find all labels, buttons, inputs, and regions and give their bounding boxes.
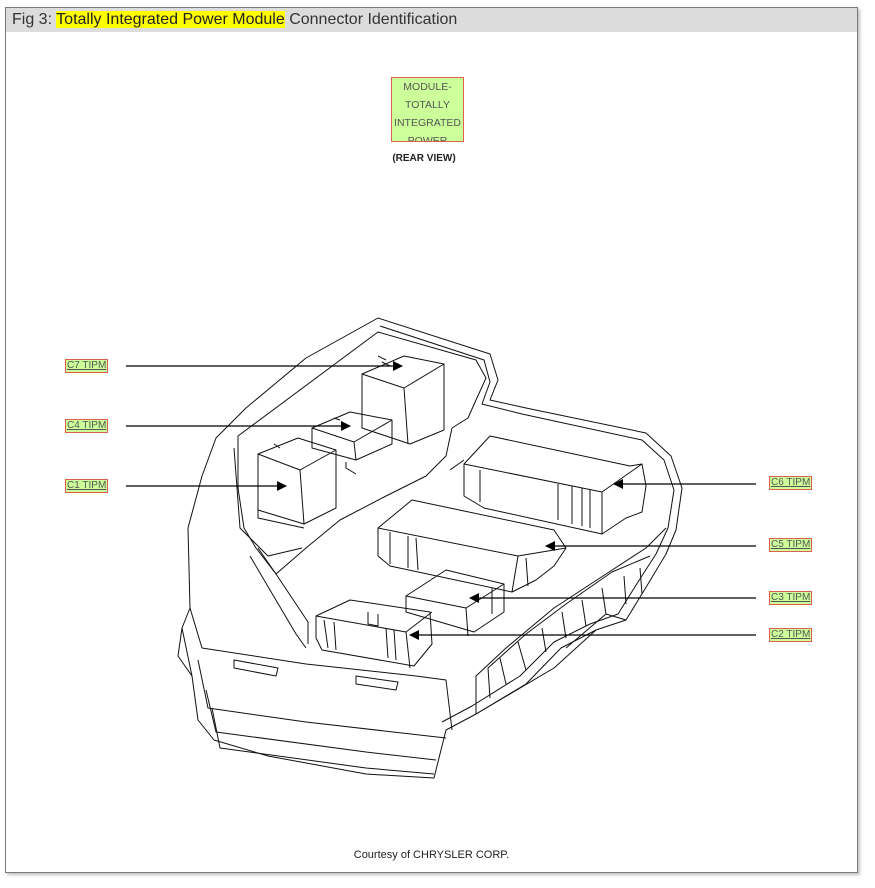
credit-line: Courtesy of CHRYSLER CORP.: [353, 849, 510, 861]
caption-suffix: Connector Identification: [284, 11, 458, 28]
caption-prefix: Fig 3:: [12, 11, 57, 28]
connector-label-c5: C5 TIPM: [769, 538, 813, 552]
module-label-line: POWER: [407, 135, 448, 142]
tipm-line-drawing: [126, 317, 756, 779]
module-label-box: MODULE- TOTALLY INTEGRATED POWER: [391, 77, 464, 142]
connector-label-c1: C1 TIPM: [65, 479, 109, 493]
connector-label-c2: C2 TIPM: [769, 628, 813, 642]
figure-frame: Fig 3: Totally Integrated Power Module C…: [5, 7, 858, 873]
connector-label-c4: C4 TIPM: [65, 419, 109, 433]
module-label-line: INTEGRATED: [394, 117, 461, 129]
tipm-housing: [177, 317, 683, 779]
figure-caption: Fig 3: Totally Integrated Power Module C…: [6, 8, 857, 32]
connector-label-c7: C7 TIPM: [65, 359, 109, 373]
connector-label-c6: C6 TIPM: [769, 476, 813, 490]
caption-highlight: Totally Integrated Power Module: [56, 11, 285, 28]
leader-arrows: [126, 361, 756, 640]
module-label-line: MODULE-: [403, 81, 452, 93]
view-label: (REAR VIEW): [392, 153, 456, 164]
connector-label-c3: C3 TIPM: [769, 591, 813, 605]
module-label-line: TOTALLY: [405, 99, 450, 111]
